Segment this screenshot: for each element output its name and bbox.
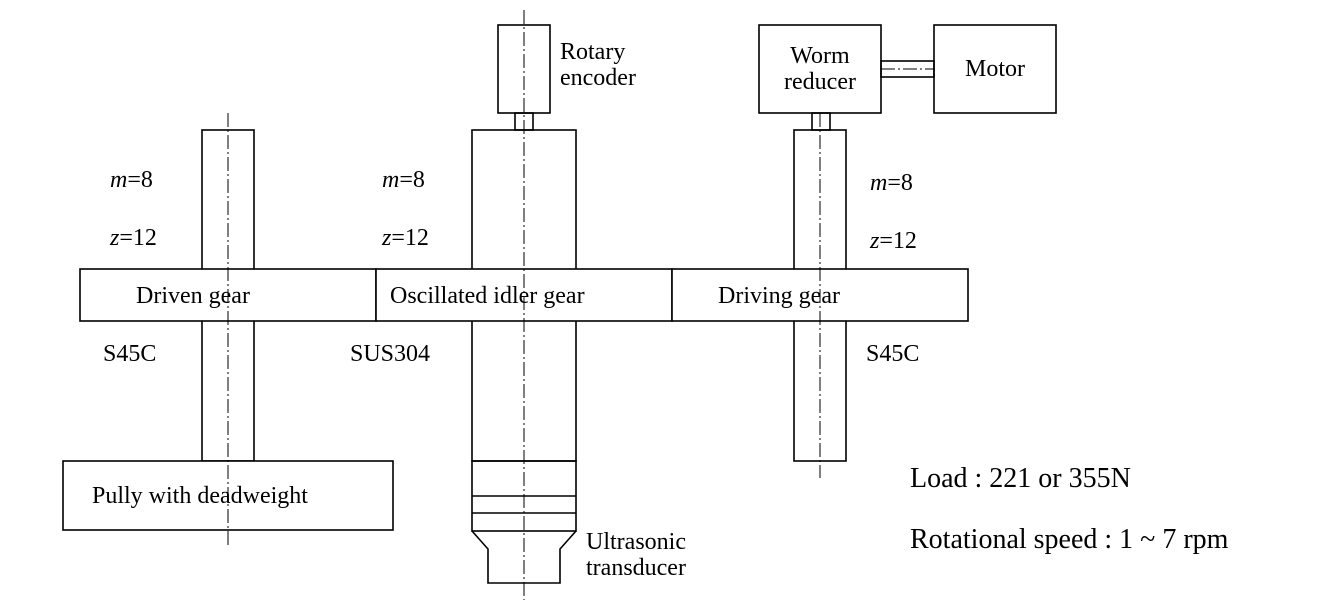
driving-teeth-val: =12 [879,228,917,254]
pully-label: Pully with deadweight [92,483,308,509]
ultrasonic-line2: transducer [586,555,686,581]
motor-label: Motor [965,56,1025,82]
driven-module-val: =8 [127,167,153,193]
driving-material-label: S45C [866,341,920,367]
driving-gear-label: Driving gear [718,283,840,309]
driving-module-val: =8 [887,170,913,196]
driven-module-var: m [110,167,128,193]
worm-reducer-label: Worm reducer [759,43,881,95]
worm-reducer-line1: Worm [790,43,850,69]
driving-module-label: m=8 [870,170,913,196]
driving-module-var: m [870,170,888,196]
driven-gear-label: Driven gear [136,283,250,309]
idler-teeth-val: =12 [391,225,429,251]
speed-spec: Rotational speed : 1 ~ 7 rpm [910,524,1229,555]
reducer-coupling [811,112,831,131]
rotary-encoder-line1: Rotary [560,39,626,65]
ultrasonic-line1: Ultrasonic [586,529,686,555]
idler-material-label: SUS304 [350,341,431,367]
ultrasonic-label: Ultrasonic transducer [586,529,686,581]
driving-teeth-var: z [870,228,880,254]
idler-module-var: m [382,167,400,193]
idler-module-label: m=8 [382,167,425,193]
idler-module-val: =8 [399,167,425,193]
rotary-encoder-label: Rotary encoder [560,39,636,91]
idler-teeth-label: z=12 [382,225,429,251]
idler-teeth-var: z [382,225,392,251]
driven-teeth-var: z [110,225,120,251]
rotary-encoder-line2: encoder [560,65,636,91]
driven-teeth-label: z=12 [110,225,157,251]
driving-teeth-label: z=12 [870,228,917,254]
worm-reducer-line2: reducer [784,69,856,95]
idler-gear-label: Oscillated idler gear [390,283,585,309]
driven-material-label: S45C [103,341,157,367]
load-spec: Load : 221 or 355N [910,463,1131,494]
driven-teeth-val: =12 [119,225,157,251]
driven-module-label: m=8 [110,167,153,193]
